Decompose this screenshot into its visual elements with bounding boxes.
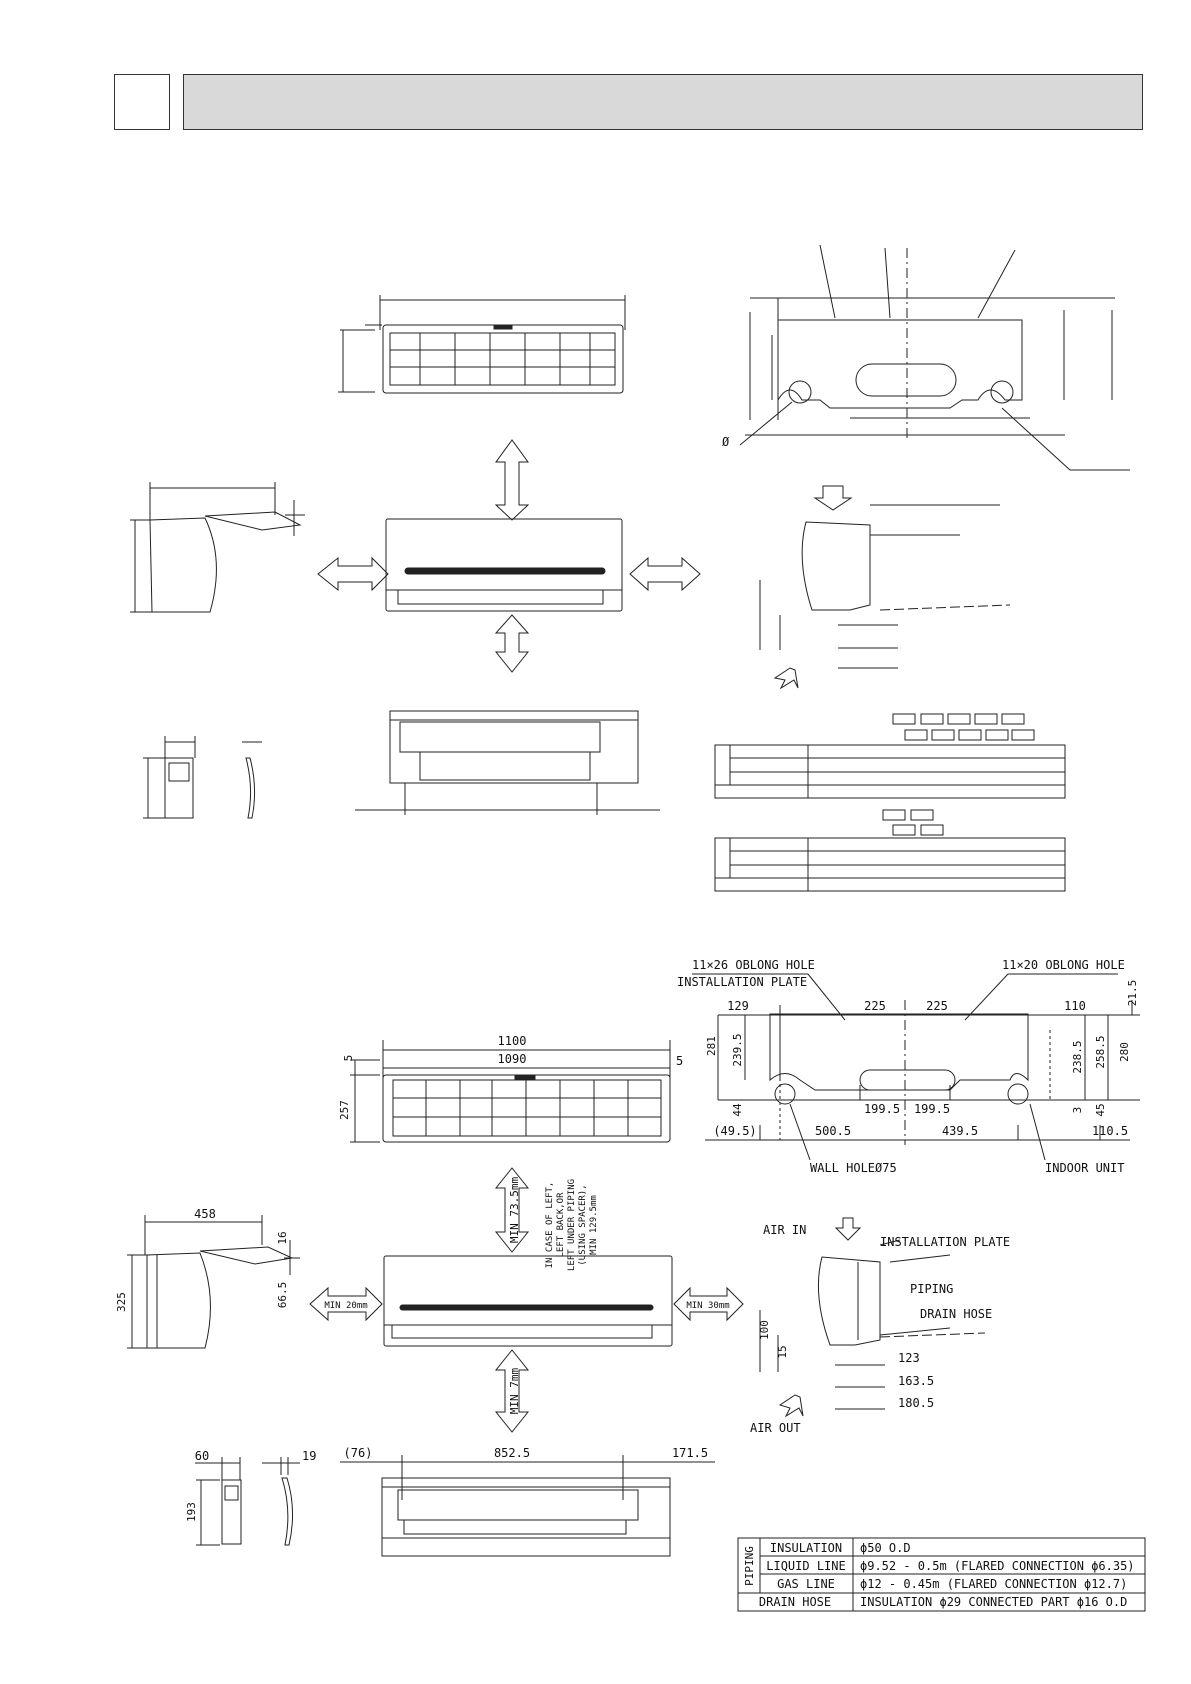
oblong-hole-left: 11×26 OBLONG HOLE <box>692 958 815 972</box>
dim-325: 325 <box>115 1292 128 1312</box>
dim-45: 45 <box>1094 1103 1107 1116</box>
dim-225-b: 225 <box>926 999 948 1013</box>
clearance-left: MIN 20mm <box>324 1301 367 1311</box>
dim-257: 257 <box>338 1100 351 1120</box>
bottom-piping-side-view: AIR IN INSTALLATION PLATE PIPING DRAIN H… <box>750 1217 1010 1435</box>
dim-76: (76) <box>344 1446 373 1460</box>
dim-171-5: 171.5 <box>672 1446 708 1460</box>
dim-163-5: 163.5 <box>898 1374 934 1388</box>
dim-180-5: 180.5 <box>898 1396 934 1410</box>
air-in-label: AIR IN <box>763 1223 806 1237</box>
bottom-bottom-view: (76) 852.5 171.5 <box>340 1446 715 1557</box>
dim-458: 458 <box>194 1207 216 1221</box>
clearance-top: MIN 73.5mm <box>508 1177 521 1244</box>
dim-21-5: 21.5 <box>1126 980 1139 1007</box>
dim-5-side: 5 <box>676 1054 683 1068</box>
top-install-plate: Ø <box>722 244 1130 471</box>
dim-44: 44 <box>731 1103 744 1117</box>
dim-16: 16 <box>276 1231 289 1244</box>
bottom-front-view: 1100 1090 5 5 257 <box>338 1034 683 1143</box>
dim-500-5: 500.5 <box>815 1124 851 1138</box>
dim-439-5: 439.5 <box>942 1124 978 1138</box>
piping-installation-plate-label: INSTALLATION PLATE <box>880 1235 1010 1249</box>
row-drain-hose-value: INSULATION ϕ29 CONNECTED PART ϕ16 O.D <box>860 1595 1127 1609</box>
dim-110-5: 110.5 <box>1092 1124 1128 1138</box>
dim-258-5: 258.5 <box>1094 1035 1107 1068</box>
row-insulation-name: INSULATION <box>770 1541 842 1555</box>
row-liquid-line-name: LIQUID LINE <box>766 1559 845 1573</box>
drain-hose-label: DRAIN HOSE <box>920 1307 992 1321</box>
row-liquid-line-value: ϕ9.52 - 0.5m (FLARED CONNECTION ϕ6.35) <box>860 1559 1135 1573</box>
bottom-install-plate: 11×26 OBLONG HOLE INSTALLATION PLATE 11×… <box>677 958 1140 1175</box>
dim-281: 281 <box>705 1036 718 1056</box>
dim-123: 123 <box>898 1351 920 1365</box>
dim-66-5: 66.5 <box>276 1282 289 1309</box>
row-gas-line-name: GAS LINE <box>777 1577 835 1591</box>
bottom-remote-views: 60 19 193 <box>185 1449 316 1546</box>
dim-49-5: (49.5) <box>713 1124 756 1138</box>
bottom-clearance-view: MIN 73.5mm IN CASE OF LEFT, LEFT BACK,OR… <box>309 1167 744 1433</box>
dim-1090: 1090 <box>498 1052 527 1066</box>
dim-100: 100 <box>758 1320 771 1340</box>
installation-plate-label: INSTALLATION PLATE <box>677 975 807 989</box>
clearance-note-1: IN CASE OF LEFT, <box>545 1182 555 1269</box>
dim-110: 110 <box>1064 999 1086 1013</box>
dim-280: 280 <box>1118 1042 1131 1062</box>
dim-3: 3 <box>1071 1107 1084 1114</box>
piping-group-label: PIPING <box>743 1546 756 1586</box>
dim-193: 193 <box>185 1502 198 1522</box>
dim-852-5: 852.5 <box>494 1446 530 1460</box>
top-side-view <box>130 482 305 613</box>
dim-225-a: 225 <box>864 999 886 1013</box>
bottom-side-view: 458 16 325 66.5 <box>115 1207 300 1349</box>
oblong-hole-right: 11×20 OBLONG HOLE <box>1002 958 1125 972</box>
air-out-label: AIR OUT <box>750 1421 801 1435</box>
top-center-view <box>317 439 701 673</box>
top-front-view <box>338 295 626 394</box>
clearance-note-5: MIN 129.5mm <box>589 1195 599 1255</box>
top-piping-side-view <box>759 485 1011 690</box>
top-tables <box>714 713 1066 892</box>
wall-hole-label: WALL HOLEØ75 <box>810 1161 897 1175</box>
piping-label: PIPING <box>910 1282 953 1296</box>
dim-15: 15 <box>776 1345 789 1358</box>
clearance-note-3: LEFT UNDER PIPING <box>567 1179 577 1271</box>
clearance-note-2: LEFT BACK,OR <box>556 1192 566 1258</box>
top-remote-views <box>143 736 262 819</box>
indoor-unit-label: INDOOR UNIT <box>1045 1161 1124 1175</box>
row-insulation-value: ϕ50 O.D <box>860 1541 911 1555</box>
dim-5-top: 5 <box>342 1055 355 1062</box>
section-number-box <box>114 74 170 130</box>
clearance-right: MIN 30mm <box>686 1301 729 1311</box>
dim-1100: 1100 <box>498 1034 527 1048</box>
piping-spec-table: PIPING INSULATION ϕ50 O.D LIQUID LINE ϕ9… <box>737 1537 1146 1612</box>
phi-symbol: Ø <box>722 435 730 449</box>
dim-239-5: 239.5 <box>731 1033 744 1066</box>
row-drain-hose-name: DRAIN HOSE <box>759 1595 831 1609</box>
clearance-bottom: MIN 7mm <box>508 1367 521 1414</box>
row-gas-line-value: ϕ12 - 0.45m (FLARED CONNECTION ϕ12.7) <box>860 1577 1127 1591</box>
top-bottom-view <box>355 710 660 815</box>
dim-238-5: 238.5 <box>1071 1040 1084 1073</box>
dim-199-5-a: 199.5 <box>864 1102 900 1116</box>
clearance-note-4: (USING SPACER), <box>578 1184 588 1265</box>
dim-199-5-b: 199.5 <box>914 1102 950 1116</box>
dim-19: 19 <box>302 1449 316 1463</box>
dim-129: 129 <box>727 999 749 1013</box>
section-title-bar <box>183 74 1143 130</box>
dim-60: 60 <box>195 1449 209 1463</box>
